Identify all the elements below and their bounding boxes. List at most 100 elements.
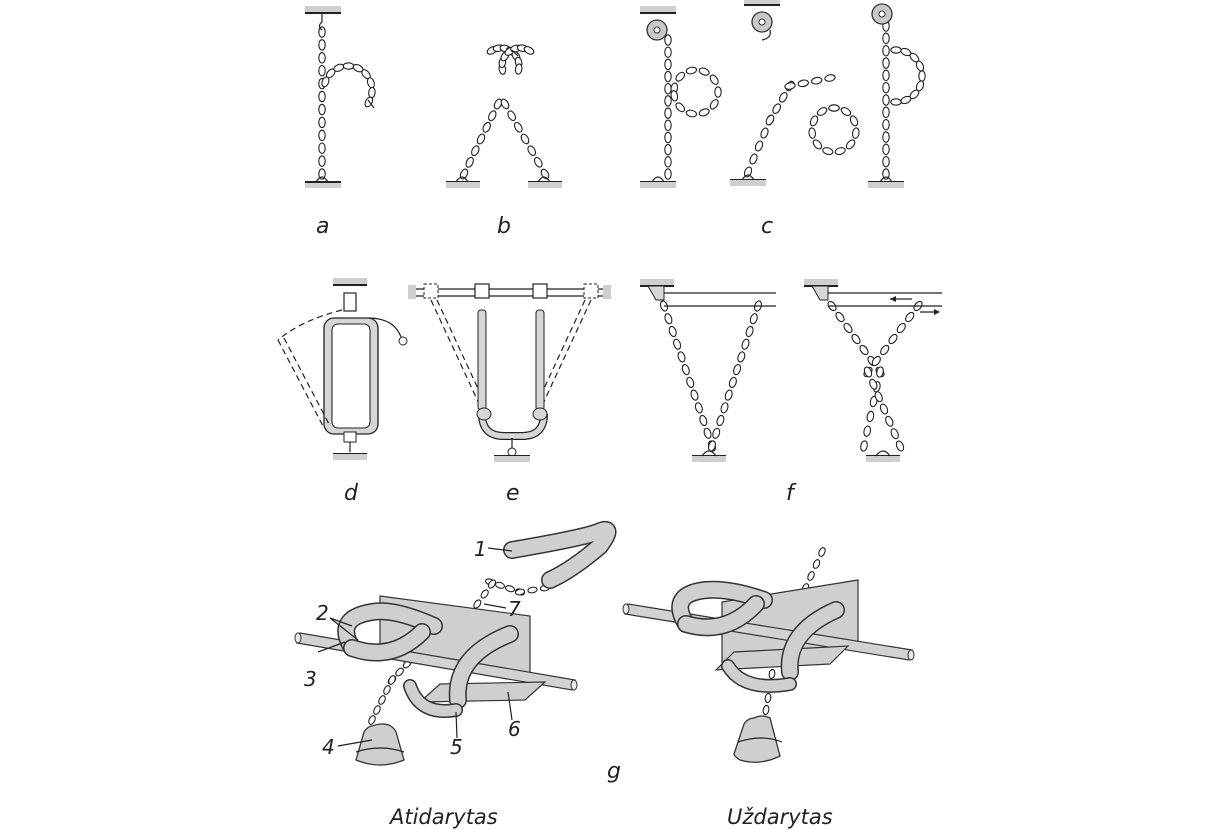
weight-icon bbox=[355, 723, 405, 766]
chain-link bbox=[523, 46, 535, 55]
chain-link bbox=[476, 133, 486, 145]
chain-link bbox=[882, 155, 890, 168]
chain-link bbox=[709, 74, 719, 85]
chain-link bbox=[714, 86, 722, 98]
chain-link bbox=[698, 108, 710, 117]
chain-link bbox=[373, 705, 381, 715]
chain-link bbox=[514, 63, 523, 75]
chain-link bbox=[318, 129, 326, 142]
chain-link bbox=[712, 427, 721, 439]
chain-link bbox=[885, 415, 894, 427]
panel-e bbox=[408, 283, 611, 462]
chain-link bbox=[876, 366, 884, 378]
panel-f bbox=[640, 279, 942, 462]
chain-link bbox=[880, 344, 890, 356]
chain-link bbox=[686, 376, 695, 388]
chain-link bbox=[664, 107, 672, 119]
chain-link bbox=[879, 403, 889, 415]
chain-link bbox=[869, 378, 878, 390]
chain-link bbox=[699, 414, 708, 427]
chain-link bbox=[685, 109, 698, 118]
chain-link bbox=[527, 145, 537, 157]
panel-label-f: f bbox=[786, 481, 797, 506]
chain-link bbox=[765, 114, 775, 126]
chain-link bbox=[737, 351, 746, 363]
chain-link bbox=[882, 44, 890, 57]
chain-link bbox=[724, 389, 733, 401]
part-number-3: 3 bbox=[304, 667, 317, 691]
chain-link bbox=[828, 104, 840, 112]
chain-link bbox=[849, 115, 859, 127]
chain-link bbox=[882, 168, 890, 180]
chain-link bbox=[895, 440, 905, 452]
chain-link bbox=[822, 147, 834, 156]
chain-link bbox=[743, 166, 753, 178]
panel-label-a: a bbox=[316, 214, 329, 239]
chain-link bbox=[664, 119, 672, 132]
chain-link bbox=[342, 62, 355, 70]
chain-link bbox=[890, 46, 902, 54]
chain-link bbox=[905, 311, 915, 323]
chain-link bbox=[664, 58, 672, 71]
chain-link bbox=[824, 74, 836, 82]
chain-link bbox=[459, 168, 469, 180]
chain-link bbox=[851, 127, 860, 139]
chain-link bbox=[807, 571, 815, 581]
chain-link bbox=[809, 115, 819, 127]
floor-mount bbox=[305, 182, 341, 188]
panel-label-e: e bbox=[506, 481, 520, 506]
chain-link bbox=[318, 90, 326, 103]
chain-link bbox=[741, 338, 750, 350]
chain-link bbox=[318, 39, 326, 51]
chain-link bbox=[378, 695, 386, 705]
chain-link bbox=[866, 410, 875, 423]
chain-link bbox=[869, 395, 878, 408]
chain-link bbox=[871, 355, 881, 367]
chain-link bbox=[664, 131, 672, 144]
chain-link bbox=[778, 91, 788, 103]
caption-open: Atidarytas bbox=[388, 805, 498, 829]
chain-link bbox=[690, 389, 699, 401]
chain-link bbox=[368, 715, 376, 725]
chain-link bbox=[677, 351, 686, 363]
chain-link bbox=[709, 99, 719, 110]
chain-link bbox=[664, 34, 672, 46]
chain-link bbox=[513, 121, 523, 133]
chain-link bbox=[664, 168, 672, 180]
chain-link bbox=[318, 64, 326, 77]
chain-link bbox=[918, 70, 926, 82]
chain-link bbox=[703, 427, 712, 439]
chain-link bbox=[368, 86, 376, 99]
part-number-7: 7 bbox=[508, 597, 521, 621]
chain-link bbox=[812, 559, 821, 569]
chain-link bbox=[504, 585, 516, 593]
chain-link bbox=[882, 118, 890, 131]
panel-g-closed bbox=[622, 579, 915, 763]
chain-link bbox=[673, 338, 682, 350]
chain-link bbox=[514, 588, 526, 596]
chain-link bbox=[843, 322, 853, 334]
chain-link bbox=[668, 325, 677, 338]
chain-link bbox=[896, 322, 906, 334]
chain-link bbox=[874, 391, 883, 403]
chain-link bbox=[533, 156, 543, 168]
part-number-2: 2 bbox=[316, 601, 329, 625]
chain-link bbox=[681, 364, 690, 376]
caption-closed: Uždarytas bbox=[727, 805, 833, 829]
chain-link bbox=[465, 156, 474, 168]
chain-link bbox=[675, 71, 686, 82]
chain-link bbox=[716, 414, 725, 427]
chain-link bbox=[728, 376, 737, 388]
chain-link bbox=[772, 103, 782, 115]
chain-link bbox=[812, 139, 823, 150]
part-number-5: 5 bbox=[450, 735, 463, 759]
chain-link bbox=[487, 579, 497, 589]
chain-link bbox=[395, 667, 404, 677]
chain-link bbox=[888, 333, 898, 345]
chain-link bbox=[388, 675, 396, 685]
chain-link bbox=[816, 107, 828, 116]
chain-link bbox=[318, 168, 326, 180]
chain-link bbox=[882, 57, 890, 69]
